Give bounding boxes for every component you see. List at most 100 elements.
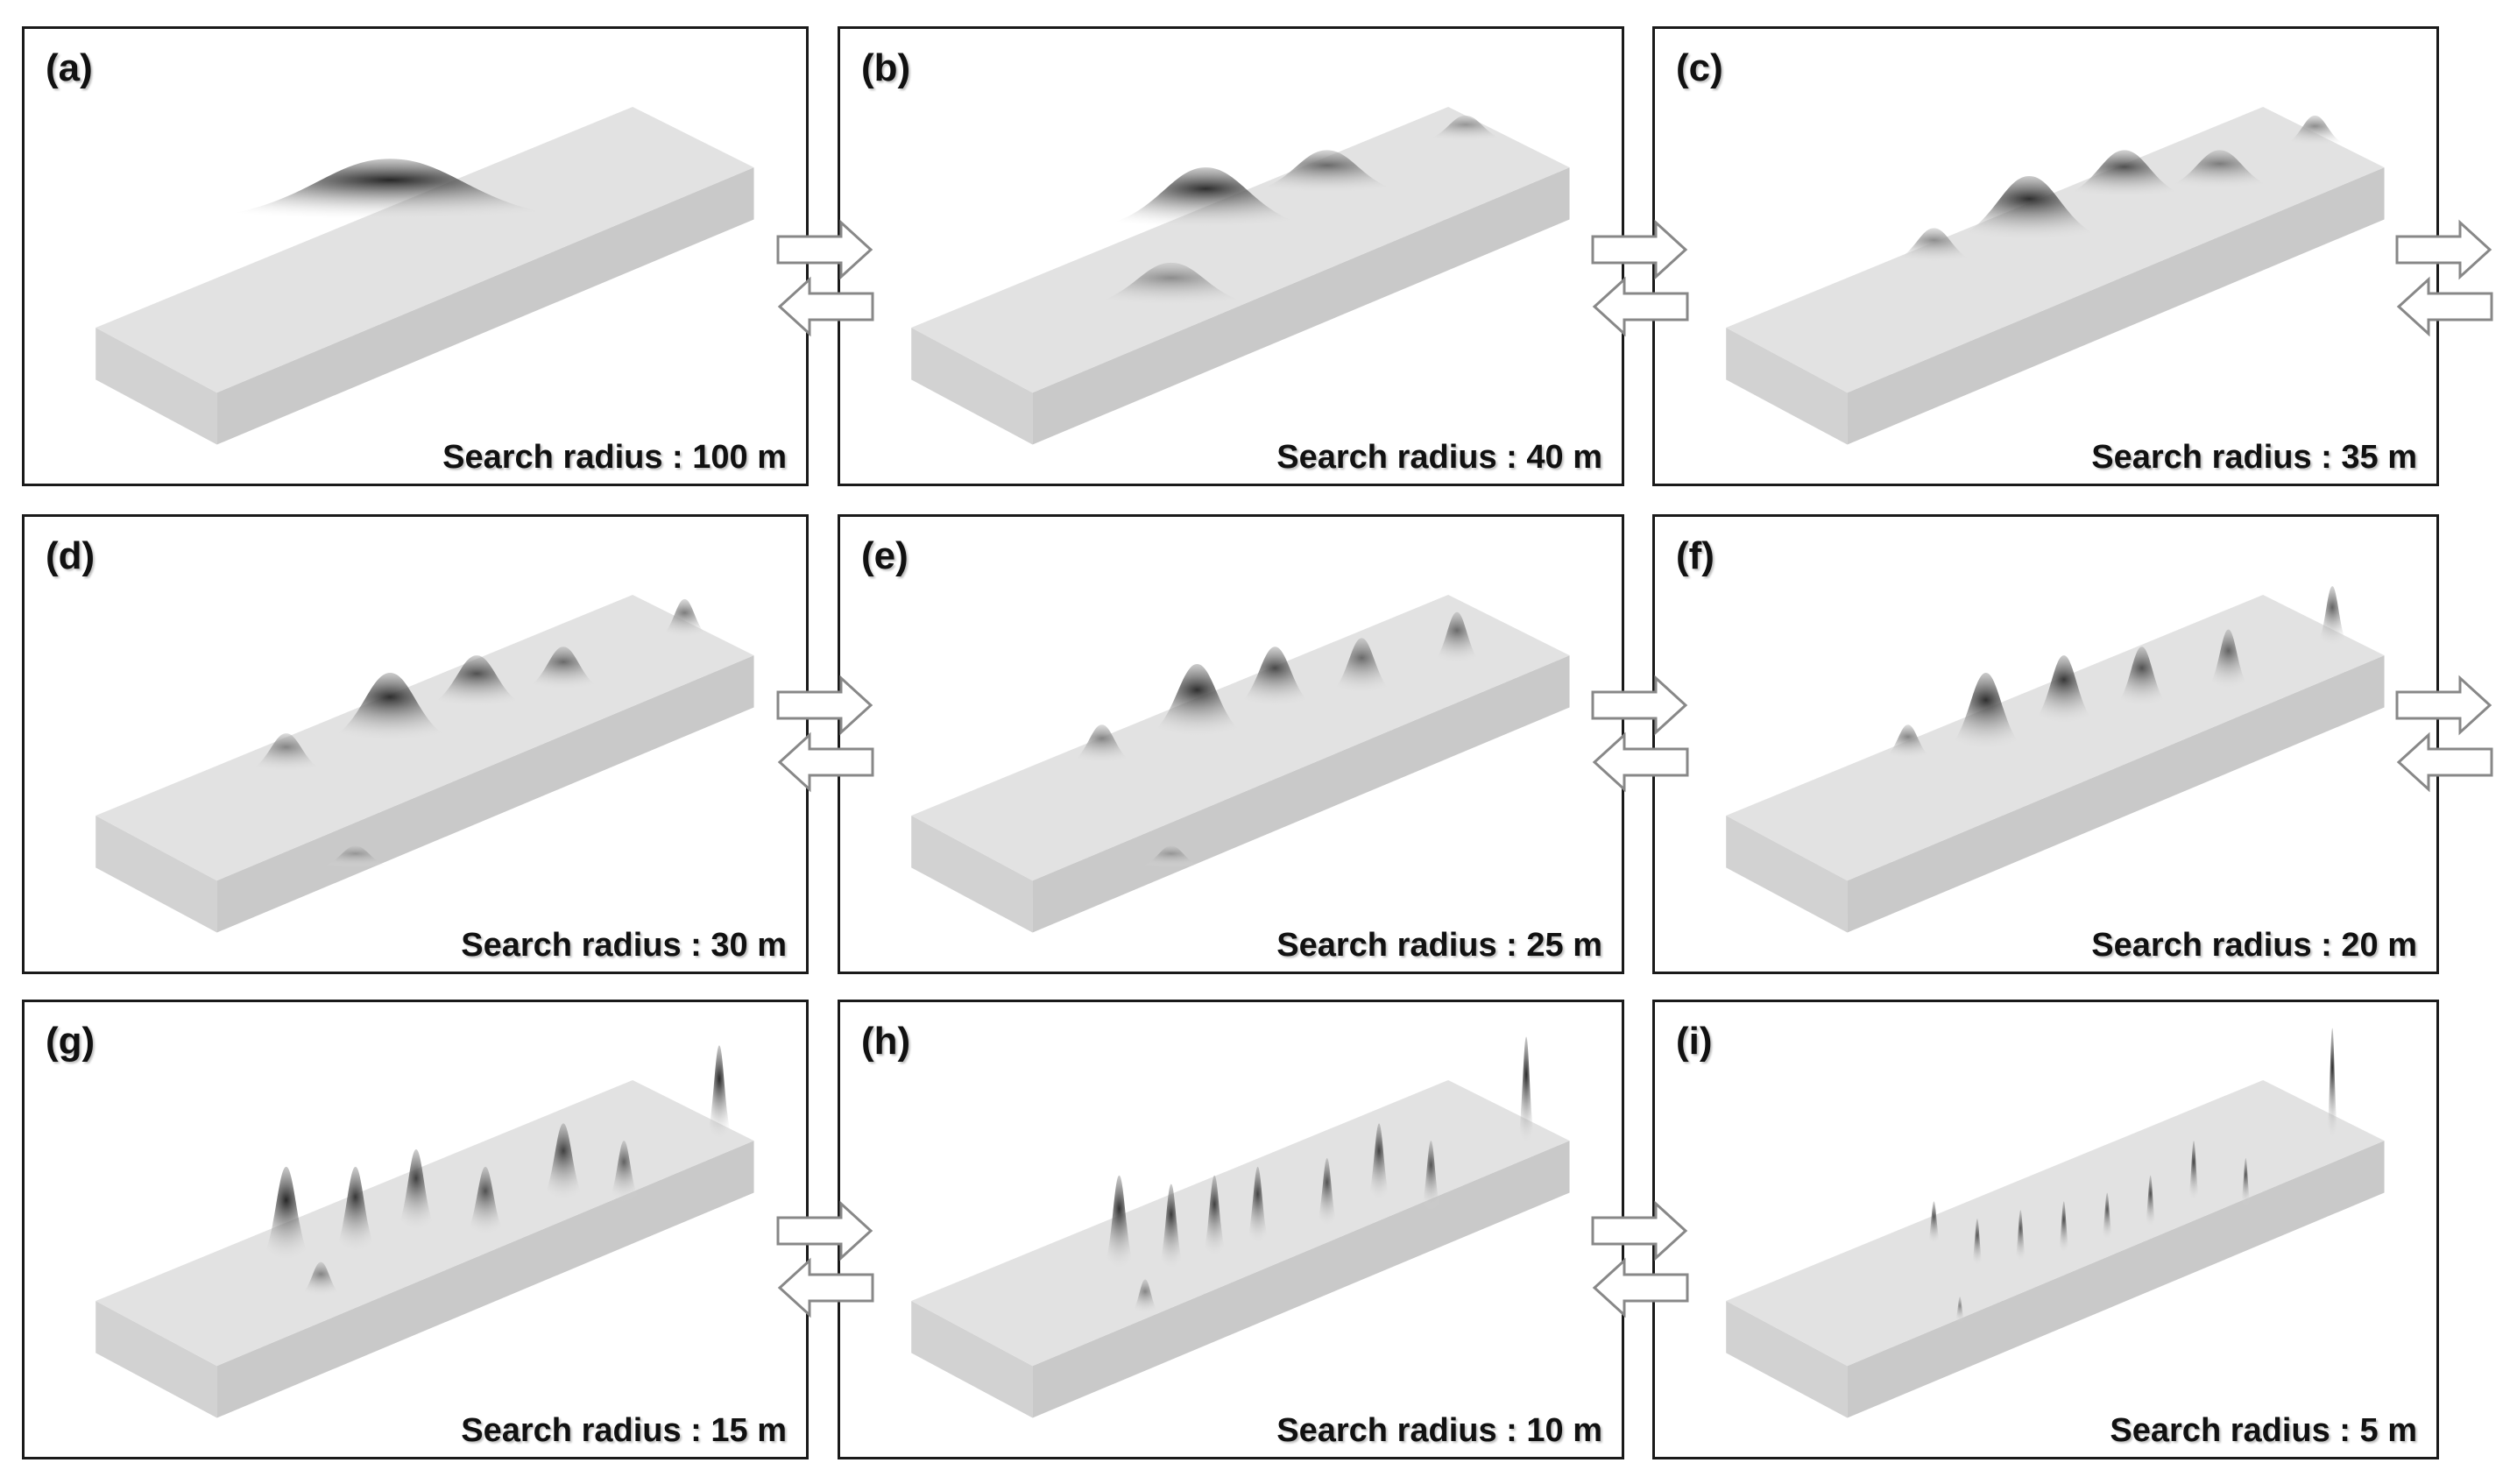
- arrow-pair: [2392, 210, 2497, 342]
- surface-peak: [1877, 724, 1939, 760]
- surface-peak: [1882, 228, 1986, 263]
- right-arrow-outline-icon: [1591, 1200, 1688, 1261]
- surface-peak: [165, 159, 616, 220]
- panel-a: (a) Search radius : 100 m: [22, 26, 809, 486]
- arrow-pair: [1587, 1191, 1693, 1323]
- surface-peak: [1926, 1201, 1942, 1245]
- slab-side: [911, 816, 1033, 933]
- surface-3d-e: [911, 594, 1570, 933]
- panel-h: (h) Search radius : 10 m: [838, 1000, 1624, 1459]
- search-radius-label: Search radius : 15 m: [461, 1412, 787, 1449]
- slab-side: [1847, 167, 2385, 445]
- surface-3d-h: [911, 1036, 1570, 1418]
- panel-label: (f): [1676, 534, 1715, 577]
- search-radius-label: Search radius : 35 m: [2091, 439, 2417, 476]
- surface-peak: [654, 598, 716, 639]
- surface-3d-f: [1726, 586, 2385, 933]
- surface-peak: [1227, 647, 1323, 708]
- right-arrow-outline-icon: [776, 219, 873, 280]
- right-arrow-outline-icon: [776, 1200, 873, 1261]
- search-radius-label: Search radius : 30 m: [461, 927, 787, 964]
- panel-label: (g): [46, 1020, 95, 1063]
- left-arrow-outline-icon: [2396, 276, 2493, 337]
- slab-top: [911, 106, 1570, 393]
- surface-peak: [415, 655, 538, 708]
- surface-peak: [1076, 167, 1336, 229]
- panel-i: (i) Search radius : 5 m: [1652, 1000, 2439, 1459]
- slab-side: [1847, 655, 2385, 933]
- panel-label: (h): [861, 1020, 911, 1063]
- surface-peak: [1136, 664, 1258, 738]
- panel-label: (b): [861, 46, 911, 89]
- surface-peak: [2325, 1028, 2340, 1141]
- surface-peak: [1128, 1279, 1163, 1314]
- search-radius-label: Search radius : 100 m: [442, 439, 787, 476]
- surface-peak: [2109, 647, 2175, 708]
- slab-top: [911, 594, 1570, 881]
- search-radius-label: Search radius : 40 m: [1276, 439, 1602, 476]
- surface-peak: [1155, 1184, 1187, 1271]
- surface-peak: [1322, 638, 1401, 695]
- left-arrow-outline-icon: [777, 1257, 874, 1318]
- slab-side: [216, 1141, 754, 1418]
- slab-side: [1726, 328, 1848, 445]
- surface-peak: [2143, 1175, 2158, 1228]
- surface-peak: [2025, 655, 2103, 725]
- slab-side: [1726, 816, 1848, 933]
- surface-peak: [2275, 115, 2354, 146]
- panel-label: (c): [1676, 46, 1723, 89]
- panel-g: (g) Search radius : 15 m: [22, 1000, 809, 1459]
- slab-side: [911, 1301, 1033, 1418]
- surface-peak: [1516, 1036, 1537, 1146]
- surface-peak: [1365, 1123, 1393, 1202]
- left-arrow-outline-icon: [777, 731, 874, 793]
- slab-side: [95, 816, 217, 933]
- arrow-pair: [2392, 666, 2497, 797]
- arrow-pair: [773, 1191, 878, 1323]
- panel-label: (i): [1676, 1020, 1713, 1063]
- surface-peak: [2150, 150, 2289, 189]
- search-radius-label: Search radius : 5 m: [2110, 1412, 2417, 1449]
- surface-peak: [1938, 672, 2034, 751]
- right-arrow-outline-icon: [2395, 219, 2492, 280]
- slab-top: [95, 106, 754, 393]
- panel-f: (f) Search radius : 20 m: [1652, 514, 2439, 974]
- right-arrow-outline-icon: [776, 675, 873, 736]
- slab-top: [911, 1079, 1570, 1367]
- surface-peak: [1934, 176, 2125, 242]
- left-arrow-outline-icon: [1592, 1257, 1689, 1318]
- surface-peak: [392, 1149, 441, 1232]
- slab-side: [1032, 167, 1570, 445]
- surface-peak: [703, 1045, 735, 1141]
- slab-side: [911, 328, 1033, 445]
- right-arrow-outline-icon: [2395, 675, 2492, 736]
- surface-peak: [1231, 150, 1423, 194]
- surface-peak: [515, 647, 612, 690]
- surface-peak: [537, 1123, 590, 1202]
- surface-peak: [1067, 262, 1276, 307]
- surface-3d-i: [1726, 1028, 2385, 1418]
- left-arrow-outline-icon: [777, 276, 874, 337]
- surface-peak: [329, 1166, 382, 1254]
- right-arrow-outline-icon: [1591, 675, 1688, 736]
- surface-peak: [605, 1141, 643, 1202]
- slab-side: [1847, 1141, 2385, 1418]
- surface-3d-a: [95, 106, 754, 445]
- surface-peak: [1954, 1297, 1967, 1323]
- surface-peak: [312, 672, 469, 743]
- surface-peak: [256, 1166, 317, 1262]
- surface-peak: [2056, 1201, 2071, 1254]
- slab-top: [1726, 1079, 2385, 1367]
- surface-peak: [1132, 845, 1211, 868]
- panel-c: (c) Search radius : 35 m: [1652, 26, 2439, 486]
- arrow-pair: [773, 666, 878, 797]
- surface-peak: [2313, 586, 2351, 647]
- surface-peak: [2100, 1192, 2115, 1240]
- surface-peak: [312, 845, 399, 868]
- surface-3d-c: [1726, 106, 2385, 445]
- panel-label: (e): [861, 534, 909, 577]
- surface-peak: [238, 733, 335, 773]
- surface-3d-d: [95, 594, 754, 933]
- panel-label: (a): [46, 46, 93, 89]
- surface-3d-g: [95, 1045, 754, 1418]
